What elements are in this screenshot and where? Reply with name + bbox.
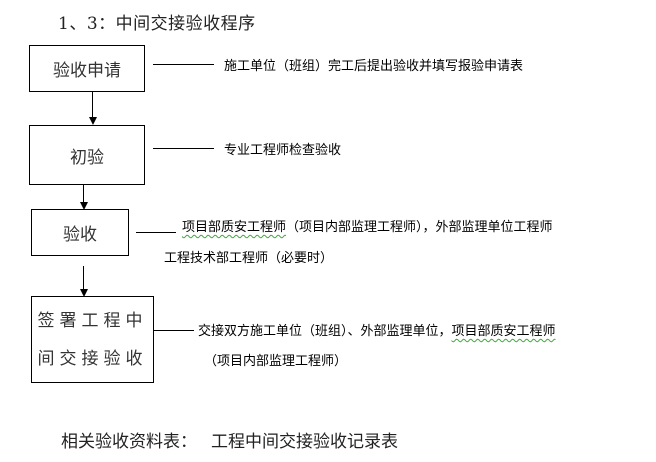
related-documents-label: 相关验收资料表：	[61, 432, 197, 452]
step-box-application: 验收申请	[29, 45, 145, 92]
step-note: 专业工程师检查验收	[224, 139, 341, 158]
related-documents-value: 工程中间交接验收记录表	[211, 432, 398, 452]
step-box-preliminary-inspection: 初验	[29, 125, 145, 185]
step-label-line2: 间交接验收	[37, 348, 148, 369]
connector-line	[153, 148, 214, 149]
step-label: 初验	[70, 147, 104, 168]
step-note: 施工单位（班组）完工后提出验收并填写报验申请表	[224, 55, 523, 74]
related-documents: 相关验收资料表： 工程中间交接验收记录表	[61, 427, 398, 452]
step-box-sign-handover: 签署工程中 间交接验收	[31, 296, 154, 383]
note-text: 交接双方施工单位（班组）、外部监理单位，	[198, 324, 452, 339]
flow-arrow-shaft	[83, 266, 84, 290]
step-label-line1: 签署工程中	[37, 310, 148, 331]
step-label: 验收	[63, 225, 97, 245]
connector-line	[153, 64, 214, 65]
page-title: 1、3：中间交接验收程序	[58, 14, 256, 34]
note-text: 专业工程师检查验收	[224, 143, 342, 158]
arrow-down-icon	[80, 289, 88, 297]
arrow-down-icon	[89, 117, 97, 125]
spellcheck-flagged-text: 项目部质安工程师	[451, 324, 556, 339]
connector-line	[136, 232, 176, 233]
note-text: 施工单位（班组）完工后提出验收并填写报验申请表	[224, 59, 524, 74]
spellcheck-flagged-text: 项目部质安工程师	[182, 220, 287, 235]
step-note-line1: 交接双方施工单位（班组）、外部监理单位，项目部质安工程师	[198, 320, 556, 339]
step-note-line1: 项目部质安工程师（项目内部监理工程师），外部监理单位工程师	[182, 216, 553, 235]
step-box-acceptance: 验收	[31, 209, 129, 256]
flow-arrow-shaft	[83, 185, 84, 204]
note-text: （项目内部监理工程师）	[204, 354, 348, 369]
step-label: 验收申请	[53, 61, 121, 81]
note-text: 工程技术部工程师（必要时）	[164, 251, 334, 266]
step-note-line2: 工程技术部工程师（必要时）	[164, 247, 333, 266]
connector-line	[154, 330, 194, 331]
flow-arrow-shaft	[92, 92, 93, 118]
step-note-line2: （项目内部监理工程师）	[204, 350, 347, 369]
note-text: （项目内部监理工程师），外部监理单位工程师	[286, 220, 553, 235]
arrow-down-icon	[80, 202, 88, 210]
